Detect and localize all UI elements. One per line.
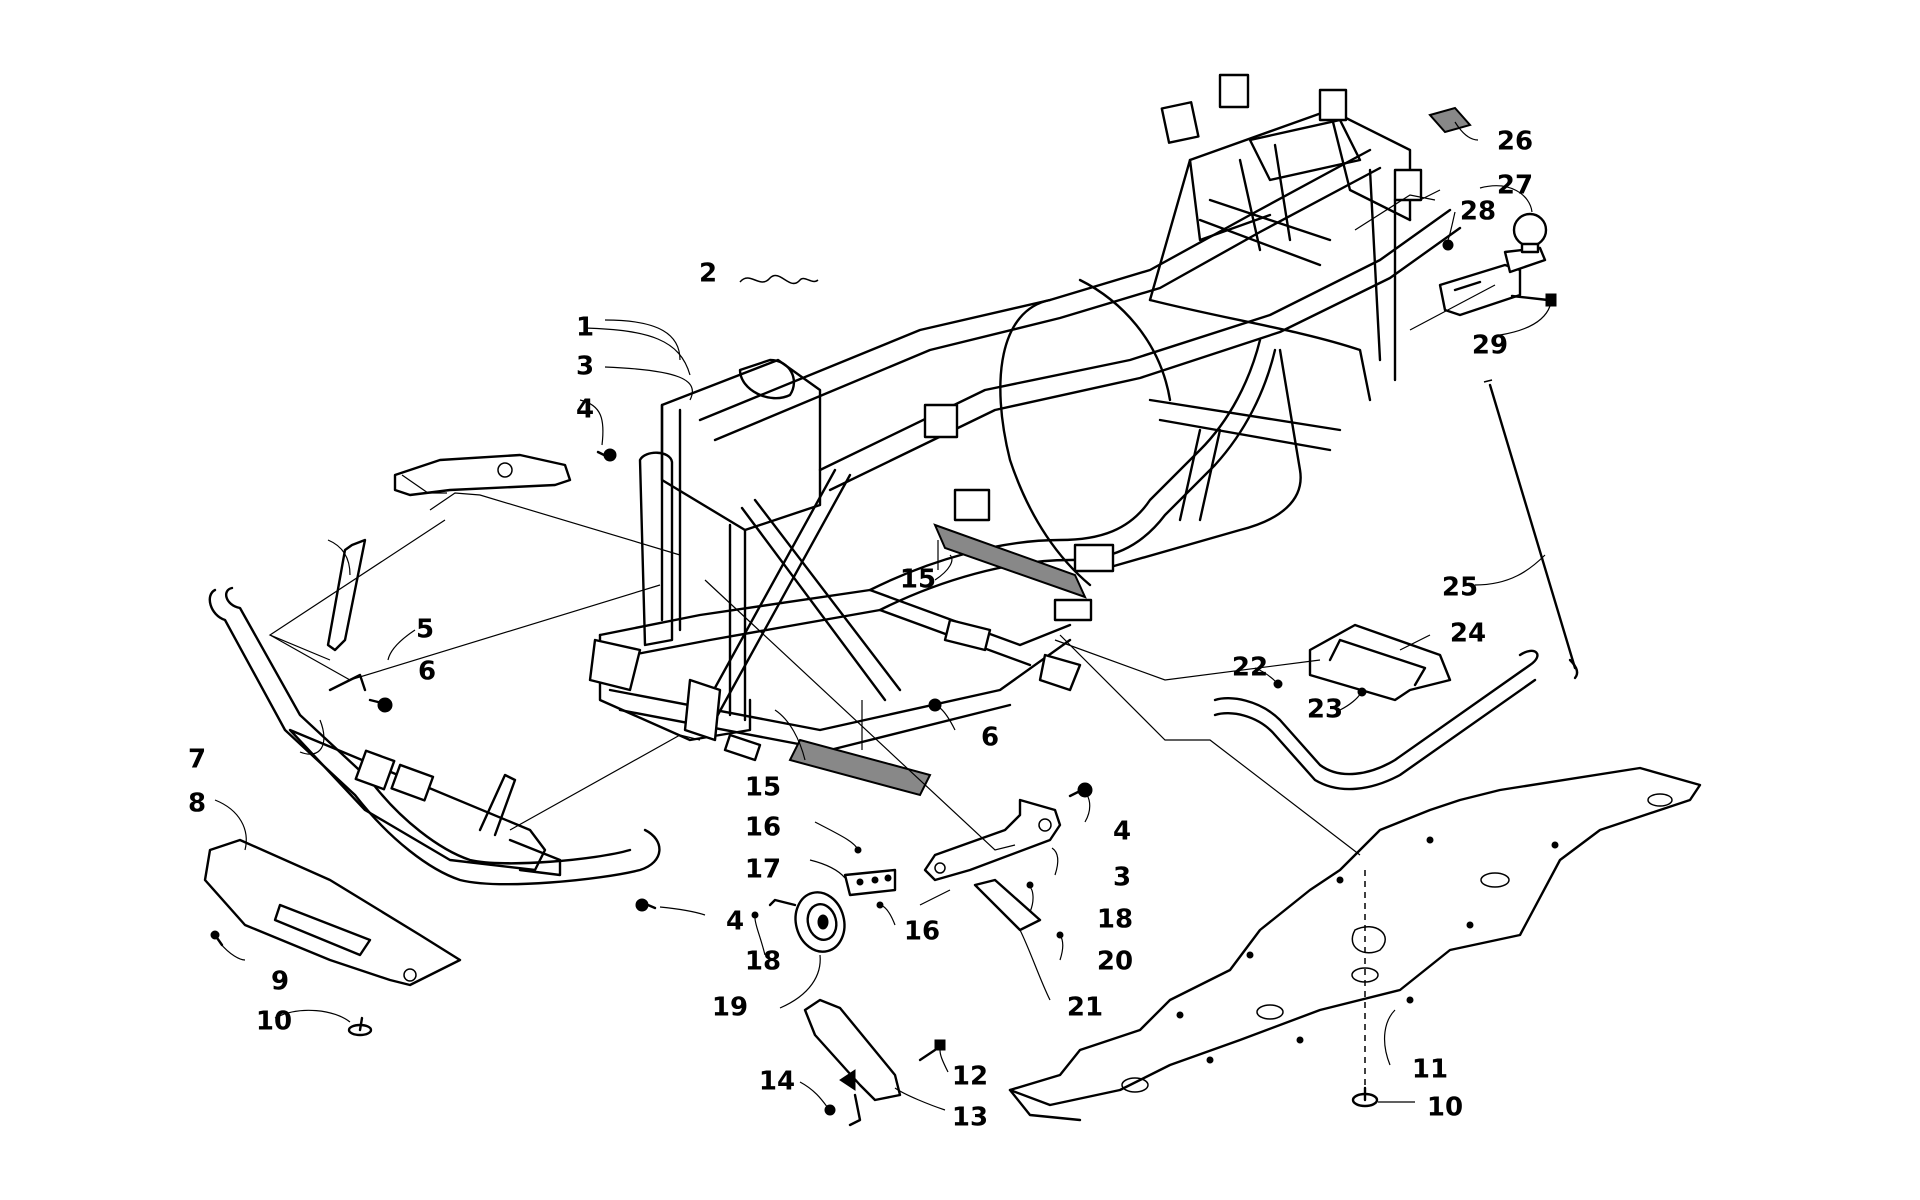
wire-part-2: [739, 274, 819, 285]
front-skid-8: [203, 838, 462, 987]
callout-18-left: 18: [745, 947, 781, 977]
callout-28: 28: [1460, 197, 1496, 227]
callout-14: 14: [759, 1067, 795, 1097]
hitch-27: [1438, 212, 1548, 317]
callout-13: 13: [952, 1103, 988, 1133]
screw-18a: [751, 911, 759, 919]
foam-pad-lower: [788, 738, 932, 797]
callout-17: 17: [745, 855, 781, 885]
callout-16-upper: 16: [745, 813, 781, 843]
callout-29: 29: [1472, 331, 1508, 361]
callout-5: 5: [416, 615, 434, 645]
callout-24: 24: [1450, 619, 1486, 649]
brace-5: [326, 538, 367, 652]
pad-26: [1428, 106, 1472, 134]
bolt-4-bumper: [635, 898, 657, 912]
leader-lines: [214, 121, 1551, 1111]
horn-bracket-17: [843, 868, 897, 897]
rivet-10-left: [347, 1016, 373, 1037]
callout-19: 19: [712, 993, 748, 1023]
bolt-29: [1510, 293, 1557, 307]
callout-16-lower: 16: [904, 917, 940, 947]
bracket-3-lower: [923, 798, 1062, 882]
callout-11: 11: [1412, 1055, 1448, 1085]
callout-25: 25: [1442, 573, 1478, 603]
callout-20: 20: [1097, 947, 1133, 977]
front-bumper-7: [208, 586, 661, 886]
main-frame: [588, 73, 1462, 762]
bracket-3-upper: [393, 453, 572, 497]
rod-25: [1483, 379, 1579, 680]
callout-9: 9: [271, 967, 289, 997]
bolt-4-lower: [1068, 782, 1093, 798]
horn-19: [768, 891, 846, 953]
bracket-3-upper-hole: [497, 462, 513, 478]
skid-plate-11: [1008, 766, 1702, 1122]
callout-27: 27: [1497, 171, 1533, 201]
callout-15-upper: 15: [900, 565, 936, 595]
nut-28: [1442, 239, 1454, 251]
rivet-10-right: [1351, 1086, 1379, 1108]
callout-15-lower: 15: [745, 773, 781, 803]
bolt-6-right: [928, 698, 942, 712]
bracket-13: [803, 998, 902, 1127]
callout-18-right: 18: [1097, 905, 1133, 935]
callout-3-lower: 3: [1113, 863, 1131, 893]
callout-4-right: 4: [1113, 817, 1131, 847]
callout-1: 1: [576, 313, 594, 343]
plate-21: [973, 878, 1042, 932]
callout-6-right: 6: [981, 723, 999, 753]
foam-pad-upper: [933, 523, 1087, 599]
callout-3-upper: 3: [576, 352, 594, 382]
bolt-6-left: [368, 697, 393, 713]
callout-2: 2: [699, 259, 717, 289]
footrest-24: [1213, 623, 1539, 791]
bolt-4-upper: [596, 448, 617, 462]
callout-21: 21: [1067, 993, 1103, 1023]
callout-labels: 1 2 3 4 5 6 7 8 9 10 15 15 6 16 17 4 3 4…: [188, 127, 1533, 1133]
callout-23: 23: [1307, 695, 1343, 725]
callout-22: 22: [1232, 653, 1268, 683]
screw-18b: [1026, 881, 1034, 889]
callout-7: 7: [188, 745, 206, 775]
assembly-guide-lines: [268, 189, 1496, 906]
callout-4-bumper: 4: [726, 907, 744, 937]
callout-4-upper: 4: [576, 395, 594, 425]
callout-6-left: 6: [418, 657, 436, 687]
callout-10-right: 10: [1427, 1093, 1463, 1123]
callout-12: 12: [952, 1062, 988, 1092]
callout-10-left: 10: [256, 1007, 292, 1037]
callout-26: 26: [1497, 127, 1533, 157]
callout-8: 8: [188, 789, 206, 819]
